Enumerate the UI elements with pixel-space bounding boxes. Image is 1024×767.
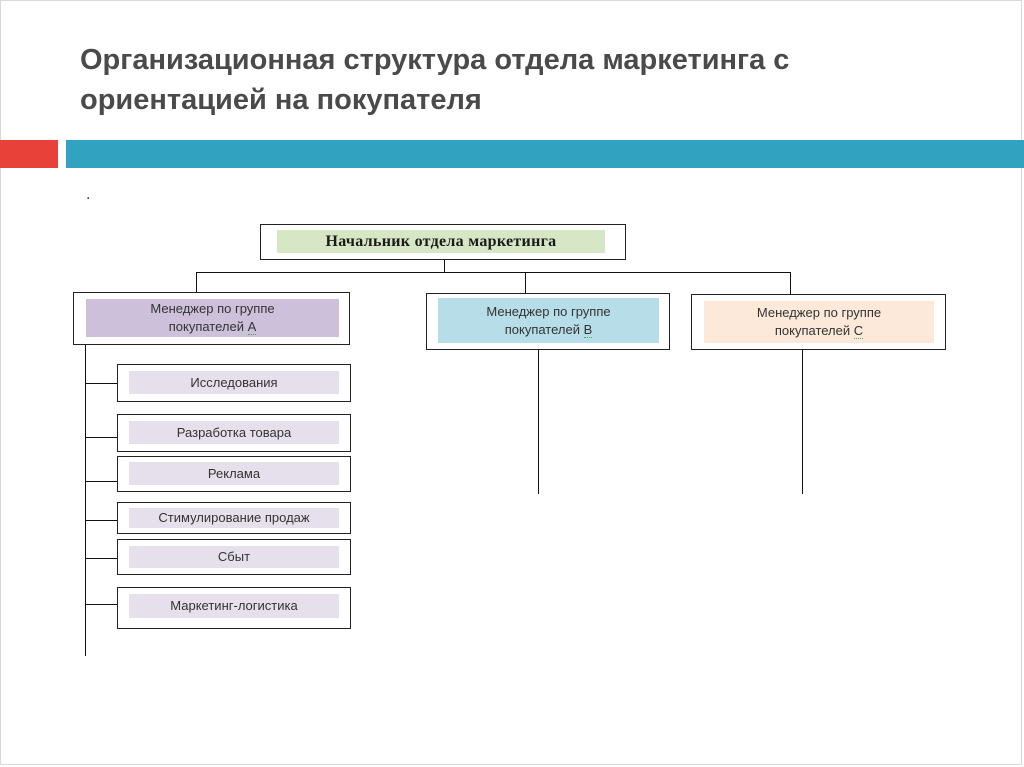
org-node-function-advertising: Реклама <box>117 456 351 492</box>
slide-title: Организационная структура отдела маркети… <box>80 44 790 116</box>
connector-to-manager-b <box>525 272 526 294</box>
branch-sales <box>85 558 118 559</box>
org-node-manager-c: Менеджер по группе покупателей С <box>691 294 946 350</box>
manager-a-spine <box>85 344 86 656</box>
function-label-logistics: Маркетинг-логистика <box>129 594 339 618</box>
manager-a-group: А <box>247 319 257 335</box>
accent-bar-red <box>0 140 58 168</box>
connector-head-down <box>444 259 445 273</box>
org-node-function-logistics: Маркетинг-логистика <box>117 587 351 629</box>
manager-c-spine <box>802 350 803 494</box>
org-node-function-research: Исследования <box>117 364 351 402</box>
manager-c-group: С <box>853 323 864 339</box>
org-node-head: Начальник отдела маркетинга <box>260 224 626 260</box>
manager-b-line1: Менеджер по группе <box>486 303 611 319</box>
org-node-manager-b-label: Менеджер по группе покупателей В <box>438 298 659 343</box>
function-label-product: Разработка товара <box>129 421 339 444</box>
manager-c-line2: покупателей С <box>774 323 864 339</box>
org-node-manager-a-label: Менеджер по группе покупателей А <box>86 299 339 337</box>
org-node-manager-a: Менеджер по группе покупателей А <box>73 292 350 345</box>
connector-horizontal <box>196 272 791 273</box>
function-label-promotion: Стимулирование продаж <box>129 508 339 528</box>
org-node-manager-b: Менеджер по группе покупателей В <box>426 293 670 350</box>
manager-c-line1: Менеджер по группе <box>756 305 882 320</box>
branch-product <box>85 437 118 438</box>
manager-a-line1: Менеджер по группе <box>150 301 275 316</box>
accent-bar-blue <box>66 140 1024 168</box>
manager-a-line2: покупателей А <box>168 319 257 335</box>
head-title: Начальник отдела маркетинга <box>325 232 557 250</box>
manager-b-spine <box>538 350 539 494</box>
org-node-function-sales: Сбыт <box>117 539 351 575</box>
connector-to-manager-c <box>790 272 791 295</box>
bullet-marker: . <box>86 186 91 203</box>
function-label-sales: Сбыт <box>129 546 339 568</box>
org-node-function-promotion: Стимулирование продаж <box>117 502 351 534</box>
function-label-advertising: Реклама <box>129 462 339 485</box>
org-node-head-label: Начальник отдела маркетинга <box>277 230 605 253</box>
branch-research <box>85 383 118 384</box>
manager-b-group: В <box>583 321 593 338</box>
manager-b-line2: покупателей В <box>504 321 593 338</box>
branch-logistics <box>85 604 118 605</box>
connector-to-manager-a <box>196 272 197 293</box>
org-node-function-product: Разработка товара <box>117 414 351 452</box>
org-node-manager-c-label: Менеджер по группе покупателей С <box>704 301 934 343</box>
branch-promotion <box>85 520 118 521</box>
branch-advertising <box>85 481 118 482</box>
function-label-research: Исследования <box>129 371 339 394</box>
